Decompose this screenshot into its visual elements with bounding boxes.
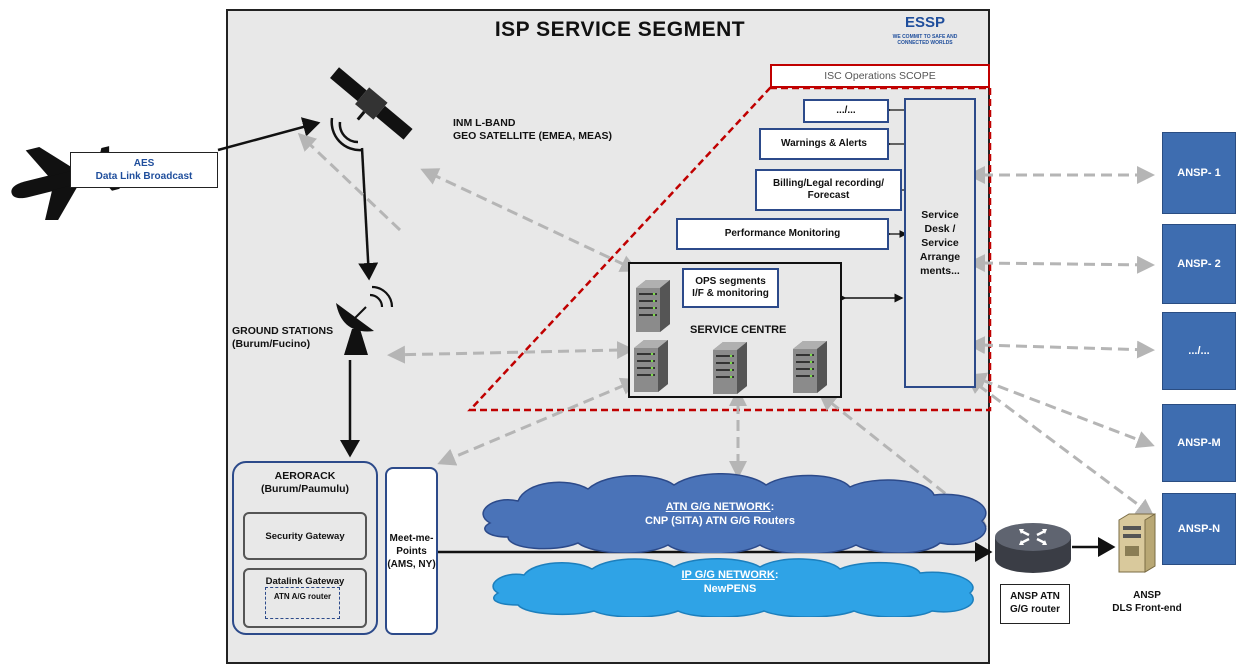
desk-ansp-etc-dashed-link xyxy=(967,336,1155,359)
ip-network-subtitle: NewPENS xyxy=(703,583,757,595)
atn-network-cloud xyxy=(482,473,987,553)
satellite-label: INM L-BAND GEO SATELLITE (EMEA, MEAS) xyxy=(453,117,612,143)
service-desk-line1: Service xyxy=(921,209,959,221)
aerorack-subtitle: (Burum/Paumulu) xyxy=(260,483,350,495)
desk-ansp2-dashed-link xyxy=(967,254,1155,274)
ansp-m-box: ANSP-M xyxy=(1162,404,1236,482)
satellite-icon xyxy=(330,67,413,152)
desk-anspn-dashed-link xyxy=(965,376,1155,517)
dls-label: ANSP DLS Front-end xyxy=(1098,586,1196,618)
ip-network-title: IP G/G NETWORK xyxy=(681,569,775,581)
service-desk-line2: Desk / xyxy=(924,223,956,235)
ansp-1-box: ANSP- 1 xyxy=(1162,132,1236,214)
billing-box: Billing/Legal recording/ Forecast xyxy=(755,169,902,211)
warnings-alerts-box: Warnings & Alerts xyxy=(759,128,889,160)
essp-logo-tagline: WE COMMIT TO SAFE AND CONNECTED WORLDS xyxy=(892,34,958,46)
meet-me-line2: Points xyxy=(396,545,427,557)
aes-title: AES xyxy=(133,158,155,169)
ground-station-label: GROUND STATIONS (Burum/Fucino) xyxy=(232,325,333,351)
aerorack-title: AERORACK xyxy=(274,470,336,482)
essp-logo: ESSP xyxy=(904,14,946,31)
server-icon xyxy=(713,342,747,394)
ground-station-label-line2: (Burum/Fucino) xyxy=(232,338,311,350)
ip-network-cloud xyxy=(492,558,974,617)
meet-me-line3: (AMS, NY) xyxy=(387,558,436,570)
isc-operations-scope-label: ISC Operations SCOPE xyxy=(824,70,936,82)
ip-network-colon: : xyxy=(774,569,779,581)
satellite-dish-icon xyxy=(336,285,394,355)
aerorack-label: AERORACK (Burum/Paumulu) xyxy=(232,470,378,496)
meet-me-points-box: Meet-me- Points (AMS, NY) xyxy=(385,467,438,635)
ansp-router-label-line1: ANSP ATN xyxy=(1010,591,1060,602)
ansp-etc-box: .../... xyxy=(1162,312,1236,390)
ops-etc-box: .../... xyxy=(803,99,889,123)
ops-segments-box: OPS segments I/F & monitoring xyxy=(682,268,779,308)
security-gateway-box: Security Gateway xyxy=(243,512,367,560)
ground-station-label-line1: GROUND STATIONS xyxy=(232,325,334,337)
satellite-triangle-dashed-link xyxy=(297,132,402,232)
aes-to-satellite-arrow xyxy=(217,117,321,152)
service-desk-box: Service Desk / Service Arrange ments... xyxy=(904,98,976,388)
satellite-label-line1: INM L-BAND xyxy=(453,117,516,129)
datalink-gateway-label: Datalink Gateway xyxy=(265,576,345,587)
aes-label: AES Data Link Broadcast xyxy=(70,152,218,188)
isc-operations-scope-box: ISC Operations SCOPE xyxy=(770,64,990,88)
ansp-n-box: ANSP-N xyxy=(1162,493,1236,565)
ansp-router-label: ANSP ATN G/G router xyxy=(1000,584,1070,624)
server-icon xyxy=(636,280,670,332)
atn-network-title: ATN G/G NETWORK xyxy=(665,501,771,513)
diagram-title: ISP SERVICE SEGMENT xyxy=(494,18,746,41)
satellite-to-ground-arrow xyxy=(358,147,379,281)
ansp-router-label-line2: G/G router xyxy=(1009,604,1060,615)
atn-network-colon: : xyxy=(770,501,775,513)
server-icon xyxy=(793,341,827,393)
dls-label-line1: ANSP xyxy=(1133,590,1161,601)
atn-ag-router-box: ATN A/G router xyxy=(265,587,340,619)
service-desk-line4: Arrange xyxy=(919,251,961,263)
server-icon xyxy=(634,340,668,392)
centre-ground-dashed-link xyxy=(387,341,635,364)
service-desk-line3: Service xyxy=(921,237,959,249)
aes-subtitle: Data Link Broadcast xyxy=(95,171,193,182)
centre-satellite-dashed-link xyxy=(420,168,639,272)
ip-network-label: IP G/G NETWORK: NewPENS xyxy=(610,568,850,596)
atn-network-label: ATN G/G NETWORK: CNP (SITA) ATN G/G Rout… xyxy=(560,500,880,528)
satellite-label-line2: GEO SATELLITE (EMEA, MEAS) xyxy=(453,130,613,142)
dls-label-line2: DLS Front-end xyxy=(1112,603,1182,614)
meet-me-line1: Meet-me- xyxy=(389,532,434,544)
router-icon xyxy=(995,523,1071,573)
service-desk-line5: ments... xyxy=(920,265,960,277)
atn-network-subtitle: CNP (SITA) ATN G/G Routers xyxy=(645,515,795,527)
service-centre-title: SERVICE CENTRE xyxy=(690,324,787,336)
ansp-2-box: ANSP- 2 xyxy=(1162,224,1236,304)
performance-monitoring-box: Performance Monitoring xyxy=(676,218,889,250)
dls-server-icon xyxy=(1118,513,1156,573)
